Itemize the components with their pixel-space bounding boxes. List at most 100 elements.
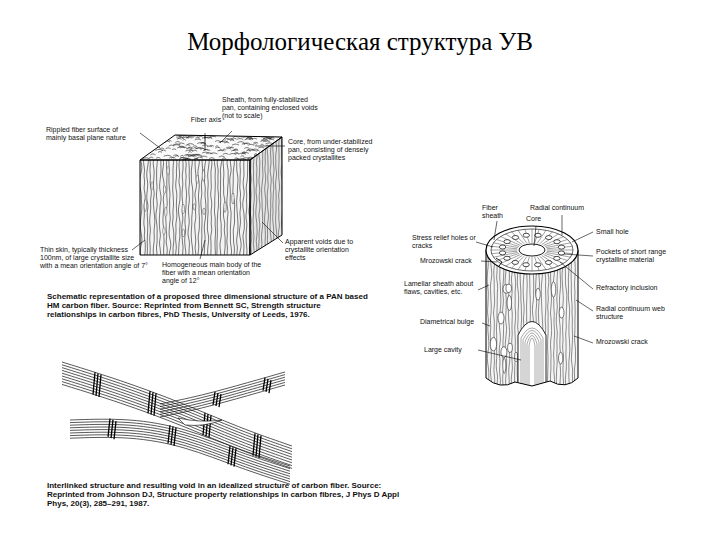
crystallite-stroke: [161, 150, 166, 151]
ribbon-line: [160, 372, 285, 404]
fibril-line: [159, 158, 161, 260]
flaw: [559, 352, 563, 364]
crystallite-stroke: [173, 145, 180, 146]
lattice-band: [99, 375, 101, 397]
crystallite-stroke: [210, 153, 218, 154]
crystallite-stroke: [234, 149, 238, 150]
pocket: [504, 256, 510, 260]
crystallite-stroke: [200, 156, 207, 157]
lattice-band: [111, 420, 113, 438]
crystallite-stroke: [164, 155, 172, 156]
cavity-lamella: [523, 331, 541, 393]
leader-lines: [132, 131, 593, 360]
lattice-band: [213, 392, 215, 405]
crystallite-stroke: [180, 147, 187, 148]
crystallite-stroke: [246, 138, 253, 139]
fiber-cylinder-figure: [486, 226, 578, 392]
pocket: [523, 263, 529, 267]
ribbon-line: [160, 377, 285, 409]
fibril-line: [227, 158, 229, 260]
figure-label: Sheath, from fully-stabilized pan, conta…: [222, 96, 320, 120]
pocket: [535, 263, 541, 267]
crystallite-stroke: [183, 139, 186, 140]
figure-label: Core, from under-stabilized pan, consist…: [288, 138, 386, 162]
lattice-band: [96, 373, 98, 395]
crystallite-stroke: [160, 148, 165, 149]
leader-line: [478, 350, 521, 360]
figure-label: Stress relief holes or cracks: [412, 234, 476, 250]
figure-label: Small hole: [596, 228, 666, 236]
void: [193, 204, 195, 210]
lattice-band: [148, 391, 150, 413]
fibril-line: [211, 158, 212, 260]
void: [178, 418, 222, 425]
crystallite-stroke: [209, 138, 213, 139]
block-outline: [140, 160, 250, 255]
flaw: [498, 312, 504, 324]
lamella-line: [493, 250, 495, 390]
lattice-band: [171, 426, 173, 444]
ribbon-line: [70, 430, 290, 477]
lattice-band: [154, 393, 156, 415]
crystallite-stroke: [261, 144, 264, 145]
radial-web: [540, 256, 553, 268]
leader-line: [572, 232, 593, 242]
void: [144, 199, 146, 211]
lattice-band: [174, 428, 176, 446]
figure-label: Core: [526, 215, 548, 223]
crystallite-stroke: [194, 159, 198, 160]
crystallite-stroke: [202, 152, 209, 153]
fibril-line: [172, 158, 174, 260]
crystallite-stroke: [258, 147, 264, 148]
crystallite-stroke: [180, 157, 188, 158]
fibril-line: [147, 158, 149, 260]
fibril-line: [233, 158, 235, 260]
ribbon-line: [160, 380, 285, 412]
pocket: [499, 251, 505, 255]
void: [182, 229, 184, 237]
fiber-axis-line: [205, 136, 206, 150]
lamella-line: [568, 250, 570, 390]
lattice-band: [234, 448, 236, 466]
figure-label: Pockets of short range crystalline mater…: [596, 248, 670, 264]
crystallite-stroke: [256, 150, 259, 151]
fibril-line: [273, 139, 274, 241]
fibril-line: [156, 158, 158, 260]
crystallite-stroke: [180, 155, 184, 156]
ribbon-line: [70, 435, 290, 482]
crystallite-stroke: [189, 149, 192, 150]
leader-line: [255, 146, 285, 147]
flaw: [503, 358, 506, 373]
cavity-lamella: [521, 328, 543, 392]
leader-line: [262, 222, 283, 243]
leader-line: [560, 262, 593, 289]
void: [224, 202, 226, 213]
crystallite-stroke: [195, 137, 199, 138]
crystallite-stroke: [247, 137, 252, 138]
flaw: [515, 352, 518, 362]
crystallite-stroke: [166, 148, 171, 149]
crystallite-stroke: [219, 142, 226, 143]
slide-title: Морфологическая структура УВ: [0, 28, 720, 56]
leader-line: [562, 215, 563, 235]
lamella-line: [487, 250, 489, 390]
pocket: [504, 240, 510, 244]
caption: Interlinked structure and resulting void…: [47, 481, 419, 509]
lattice-band: [168, 425, 170, 443]
flaw: [490, 337, 496, 351]
crystallite-stroke: [188, 156, 194, 157]
crystallite-stroke: [155, 149, 163, 150]
fibril-line: [259, 149, 260, 251]
fibril-line: [267, 143, 268, 245]
crystallite-stroke: [169, 145, 174, 146]
ribbon-line: [70, 427, 290, 474]
flaw: [507, 295, 512, 310]
radial-web: [501, 254, 521, 263]
crystallite-stroke: [203, 150, 210, 151]
crystallite-stroke: [187, 144, 194, 145]
leader-line: [481, 261, 497, 262]
lamella-line: [574, 250, 575, 390]
crystallite-stroke: [253, 142, 258, 143]
figure-label: Lamellar sheath about flaws, cavities, e…: [404, 280, 478, 296]
lattice-band: [256, 434, 258, 456]
